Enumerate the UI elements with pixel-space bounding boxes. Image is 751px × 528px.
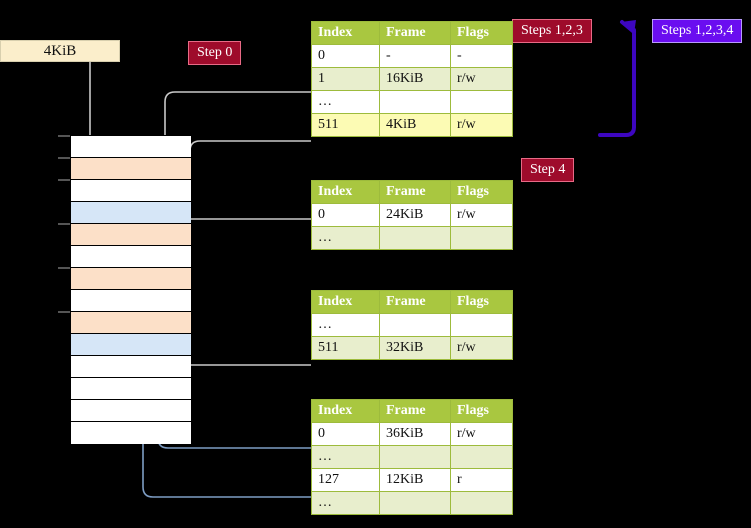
- column-header-frame: Frame: [379, 290, 451, 314]
- table-row: …: [311, 90, 513, 114]
- memory-frame-row: [71, 224, 191, 246]
- table-row: …: [311, 445, 513, 469]
- cell-frame: 12KiB: [379, 468, 451, 492]
- column-header-flags: Flags: [450, 180, 513, 204]
- memory-frame-row: [71, 422, 191, 444]
- cell-frame: -: [379, 44, 451, 68]
- cell-flags: r: [450, 468, 513, 492]
- table-row: 0--: [311, 44, 513, 68]
- column-header-index: Index: [311, 180, 380, 204]
- cell-flags: r/w: [450, 203, 513, 227]
- cell-frame: [379, 313, 451, 337]
- memory-frame-row: [71, 158, 191, 180]
- cell-index: 511: [311, 336, 380, 360]
- cell-frame: [379, 445, 451, 469]
- cell-frame: [379, 226, 451, 250]
- badge-step-0: Step 0: [188, 41, 242, 65]
- memory-frame-row: [71, 136, 191, 158]
- cell-flags: [450, 226, 513, 250]
- cell-frame: [379, 90, 451, 114]
- cell-flags: [450, 491, 513, 515]
- column-header-index: Index: [311, 399, 380, 423]
- column-header-frame: Frame: [379, 399, 451, 423]
- cell-flags: [450, 90, 513, 114]
- cell-frame: 4KiB: [379, 113, 451, 137]
- cell-index: …: [311, 90, 380, 114]
- column-header-flags: Flags: [450, 290, 513, 314]
- badge-steps-1234: Steps 1,2,3,4: [652, 19, 743, 43]
- cell-frame: 16KiB: [379, 67, 451, 91]
- memory-frame-row: [71, 268, 191, 290]
- column-header-flags: Flags: [450, 399, 513, 423]
- cell-flags: r/w: [450, 67, 513, 91]
- badge-step-4: Step 4: [521, 158, 575, 182]
- cell-index: 511: [311, 113, 380, 137]
- memory-frame-row: [71, 356, 191, 378]
- connector-pd-in: [172, 316, 311, 366]
- connector-steps1234-bracket: [598, 20, 636, 137]
- column-header-index: Index: [311, 21, 380, 45]
- cell-frame: 36KiB: [379, 422, 451, 446]
- memory-frame-row: [71, 312, 191, 334]
- cell-flags: [450, 313, 513, 337]
- memory-tick-mark: [58, 311, 70, 313]
- cell-frame: [379, 491, 451, 515]
- memory-frame-row: [71, 334, 191, 356]
- cell-index: 0: [311, 422, 380, 446]
- badge-steps-123: Steps 1,2,3: [512, 19, 592, 43]
- cell-flags: r/w: [450, 336, 513, 360]
- table-row: …: [311, 313, 513, 337]
- memory-tick-mark: [58, 267, 70, 269]
- memory-frame-row: [71, 246, 191, 268]
- memory-tick-mark: [58, 223, 70, 225]
- memory-frame-row: [71, 378, 191, 400]
- column-header-frame: Frame: [379, 180, 451, 204]
- cell-flags: -: [450, 44, 513, 68]
- cell-flags: [450, 445, 513, 469]
- cell-index: …: [311, 491, 380, 515]
- memory-tick-mark: [58, 135, 70, 137]
- table-row: …: [311, 226, 513, 250]
- memory-tick-mark: [58, 179, 70, 181]
- memory-frame-row: [71, 202, 191, 224]
- cell-index: 127: [311, 468, 380, 492]
- column-header-flags: Flags: [450, 21, 513, 45]
- cell-index: 0: [311, 203, 380, 227]
- memory-frame-row: [71, 400, 191, 422]
- cell-flags: r/w: [450, 113, 513, 137]
- cell-frame: 32KiB: [379, 336, 451, 360]
- cell-index: …: [311, 445, 380, 469]
- cell-frame: 24KiB: [379, 203, 451, 227]
- memory-frame-row: [71, 290, 191, 312]
- physical-memory-column: [70, 135, 191, 444]
- size-box-4kib: 4KiB: [0, 40, 120, 62]
- memory-frame-row: [71, 180, 191, 202]
- cell-index: …: [311, 226, 380, 250]
- cell-index: 0: [311, 44, 380, 68]
- size-box-label: 4KiB: [43, 42, 77, 59]
- connector-pdpt-in: [179, 218, 311, 254]
- cell-flags: r/w: [450, 422, 513, 446]
- cell-index: …: [311, 313, 380, 337]
- cell-index: 1: [311, 67, 380, 91]
- memory-tick-mark: [58, 157, 70, 159]
- table-row: …: [311, 491, 513, 515]
- column-header-frame: Frame: [379, 21, 451, 45]
- column-header-index: Index: [311, 290, 380, 314]
